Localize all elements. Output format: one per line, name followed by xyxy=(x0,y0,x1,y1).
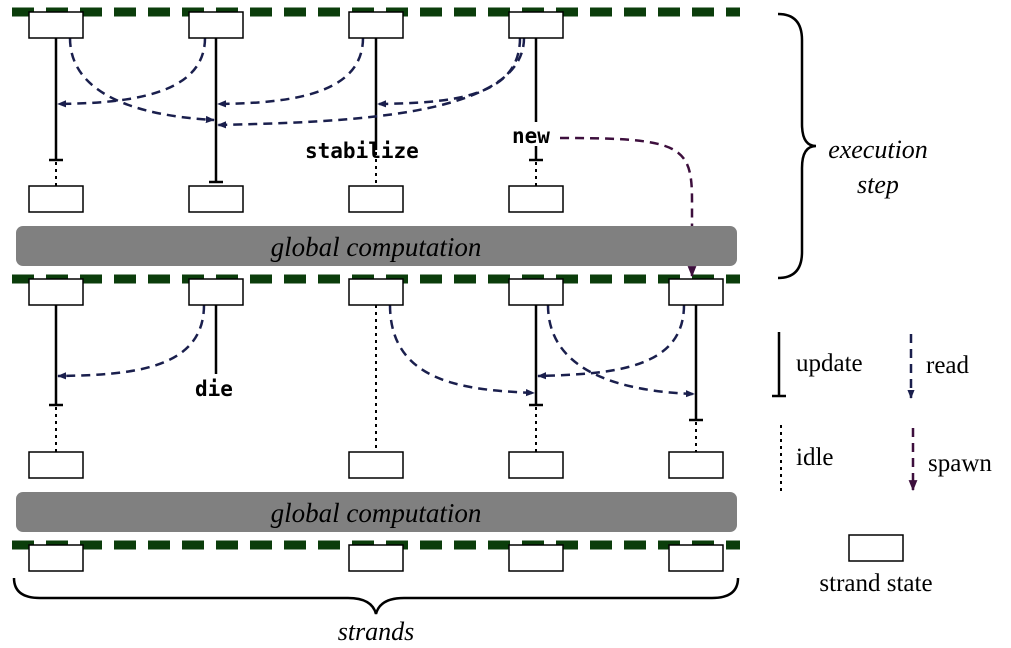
strand-state-box xyxy=(508,544,564,572)
global-computation-label: global computation xyxy=(271,232,482,262)
strands-brace xyxy=(12,577,740,615)
strand-state-box xyxy=(348,544,404,572)
read-arrow xyxy=(537,304,686,380)
die-label: die xyxy=(195,377,233,401)
execution-step-label-line1: execution xyxy=(828,135,928,164)
legend-strand-state-icon xyxy=(848,534,904,562)
legend-idle-label: idle xyxy=(796,444,834,471)
execution-step-brace xyxy=(777,12,817,280)
legend-update-label: update xyxy=(796,350,863,377)
strands-label: strands xyxy=(338,617,415,646)
legend: update read idle spawn strand state xyxy=(772,332,992,597)
read-arrow xyxy=(217,37,526,129)
strand-state-box xyxy=(508,11,564,39)
stabilize-label: stabilize xyxy=(305,139,419,163)
strand-state-box xyxy=(348,278,404,306)
strand-state-box xyxy=(348,451,404,479)
read-arrow xyxy=(546,304,695,398)
global-computation-label: global computation xyxy=(271,498,482,528)
execution-step-label-line2: step xyxy=(857,170,899,199)
strand-state-box xyxy=(28,544,84,572)
strand-state-box xyxy=(28,11,84,39)
superstep-2: die xyxy=(28,278,724,479)
legend-strand-state-label: strand state xyxy=(819,570,932,597)
strand-state-box xyxy=(188,278,244,306)
strand-state-box xyxy=(28,278,84,306)
strand-state-box xyxy=(348,185,404,213)
strand-state-box xyxy=(188,185,244,213)
strand-state-box xyxy=(668,278,724,306)
read-arrow xyxy=(68,37,215,124)
read-arrow xyxy=(388,304,535,397)
global-computation-bar xyxy=(16,492,737,532)
strand-state-box xyxy=(668,451,724,479)
legend-read-label: read xyxy=(926,352,970,379)
read-arrow xyxy=(377,37,522,108)
strand-state-box xyxy=(508,451,564,479)
strand-state-box xyxy=(668,544,724,572)
strand-state-box xyxy=(508,185,564,213)
strand-state-box xyxy=(28,185,84,213)
strand-state-box xyxy=(28,451,84,479)
strand-state-box xyxy=(348,11,404,39)
legend-spawn-label: spawn xyxy=(928,450,992,477)
read-arrow xyxy=(217,37,365,108)
strand-state-box xyxy=(188,11,244,39)
read-arrow xyxy=(57,37,207,108)
global-computation-bar xyxy=(16,226,737,266)
read-arrow xyxy=(57,304,206,380)
superstep-1: stabilize new xyxy=(28,11,697,278)
strand-state-box xyxy=(508,278,564,306)
new-label: new xyxy=(512,124,550,148)
